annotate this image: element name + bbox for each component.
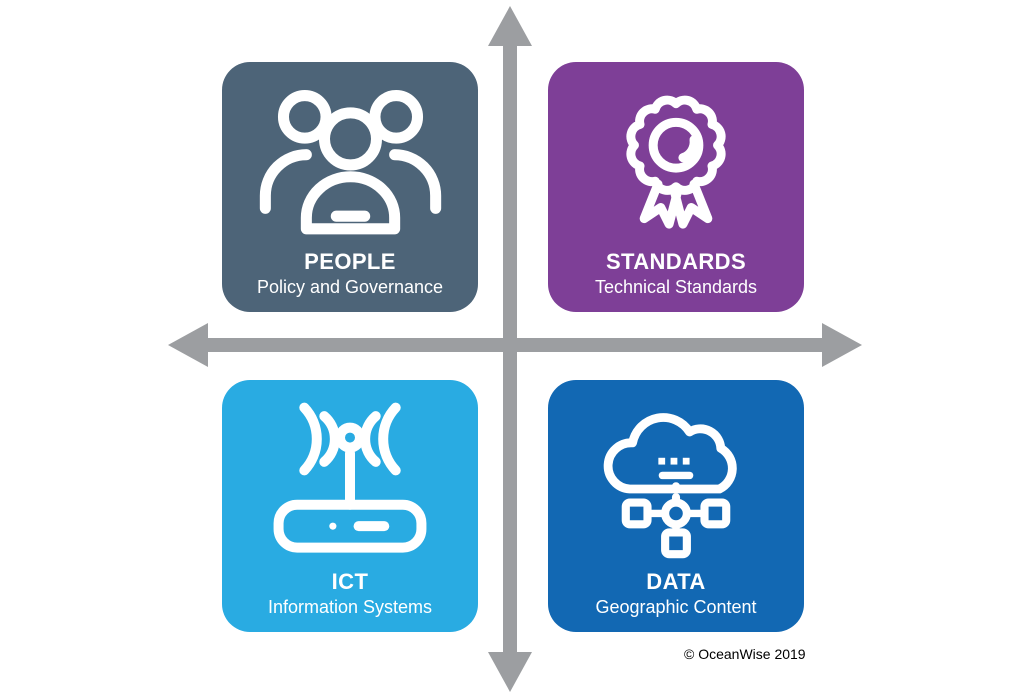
up-arrowhead-icon [488, 6, 532, 46]
quadrant-subtitle: Policy and Governance [256, 277, 444, 298]
award-rosette-icon [626, 96, 726, 230]
left-arrowhead-icon [168, 323, 208, 367]
people-icon-area [222, 62, 478, 249]
people-group-icon [259, 90, 441, 235]
quadrant-subtitle: Geographic Content [595, 597, 757, 618]
cloud-network-icon [603, 413, 737, 559]
data-icon-area [548, 380, 804, 569]
quadrant-card-people: PEOPLE Policy and Governance [222, 62, 478, 312]
router-wireless-icon [273, 402, 427, 553]
copyright-credit: © OceanWise 2019 [684, 646, 806, 662]
quadrant-card-standards: STANDARDS Technical Standards [548, 62, 804, 312]
down-arrowhead-icon [488, 652, 532, 692]
quadrant-subtitle: Technical Standards [594, 277, 758, 298]
quadrant-title: ICT [331, 569, 369, 595]
quadrant-title: PEOPLE [304, 249, 396, 275]
ict-icon-area [222, 380, 478, 569]
quadrant-title: DATA [646, 569, 706, 595]
quadrant-card-ict: ICT Information Systems [222, 380, 478, 632]
quadrant-subtitle: Information Systems [267, 597, 433, 618]
quadrant-card-data: DATA Geographic Content [548, 380, 804, 632]
right-arrowhead-icon [822, 323, 862, 367]
vertical-axis-line [503, 42, 517, 658]
quadrant-title: STANDARDS [605, 249, 747, 275]
standards-icon-area [548, 62, 804, 249]
